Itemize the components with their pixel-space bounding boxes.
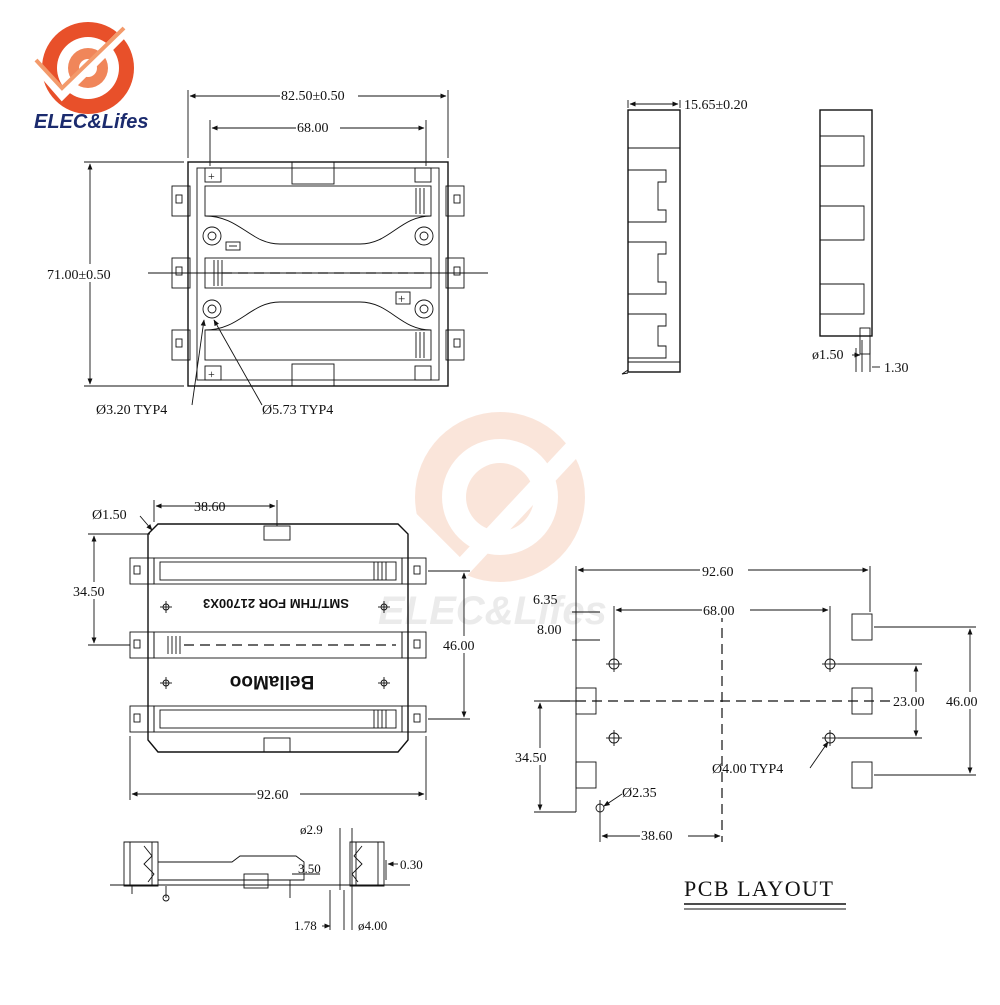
dim-350: 3.50 (298, 861, 321, 876)
top-view: + + + 82.50±0.50 (46, 86, 488, 418)
pcb-dim-hole4: Ø4.00 TYP4 (712, 762, 783, 777)
pcb-pad (851, 761, 873, 789)
pcb-layout: 92.60 68.00 6.35 8.00 (514, 562, 990, 910)
brand-logo: ELEC&Lifes (30, 22, 148, 133)
pcb-pad (575, 761, 597, 789)
dim-178: 1.78 (294, 918, 317, 933)
side-view-right: ø1.50 1.30 (812, 109, 909, 376)
svg-text:+: + (398, 291, 405, 306)
pcb-dim-4600: 46.00 (946, 695, 978, 710)
dim-29: ø2.9 (300, 822, 323, 837)
dim-inner-width: 68.00 (297, 121, 329, 136)
pcb-layout-title: PCB LAYOUT (684, 876, 835, 901)
brand-label: BellaMoo (230, 671, 314, 692)
svg-text:+: + (208, 367, 215, 381)
pcb-dim-800: 8.00 (537, 623, 562, 638)
dim-pin-dia: ø1.50 (812, 348, 844, 363)
pcb-dim-3860: 38.60 (641, 829, 673, 844)
section-view: ø2.9 3.50 0.30 1.78 ø4.00 (110, 822, 423, 933)
pcb-dim-6800: 68.00 (703, 604, 735, 619)
pcb-dim-3450: 34.50 (515, 751, 547, 766)
dim-large-hole: Ø5.73 TYP4 (262, 403, 333, 418)
pcb-pad (851, 613, 873, 641)
brand-name: ELEC&Lifes (34, 111, 148, 133)
dim-height: 71.00±0.50 (47, 268, 111, 283)
dim-pitch: 34.50 (73, 585, 105, 600)
pcb-dim-hole235: Ø2.35 (622, 786, 657, 801)
dim-width: 92.60 (257, 788, 289, 803)
dim-030: 0.30 (400, 857, 423, 872)
dim-400: ø4.00 (358, 918, 387, 933)
dim-small-hole: Ø3.20 TYP4 (96, 403, 167, 418)
model-label: SMT/THM FOR 21700X3 (203, 596, 349, 611)
side-view-left: 15.65±0.20 (621, 98, 748, 375)
watermark-text: ELEC&Lifes (378, 589, 607, 633)
pcb-dim-635: 6.35 (533, 593, 558, 608)
dim-hole: Ø1.50 (92, 508, 127, 523)
svg-text:+: + (208, 169, 215, 183)
dim-pin-offset: 1.30 (884, 361, 909, 376)
logo-check-icon (30, 24, 132, 102)
dim-span: 46.00 (443, 639, 475, 654)
pcb-dim-2300: 23.00 (893, 695, 925, 710)
pcb-dim-width: 92.60 (702, 565, 734, 580)
bottom-view: SMT/THM FOR 21700X3 BellaMoo 38.60 Ø1.50… (72, 500, 486, 803)
watermark-logo: ELEC&Lifes (378, 412, 607, 633)
dim-offset: 38.60 (194, 500, 226, 515)
dim-depth: 15.65±0.20 (684, 98, 748, 113)
dim-outer-width: 82.50±0.50 (281, 89, 345, 104)
